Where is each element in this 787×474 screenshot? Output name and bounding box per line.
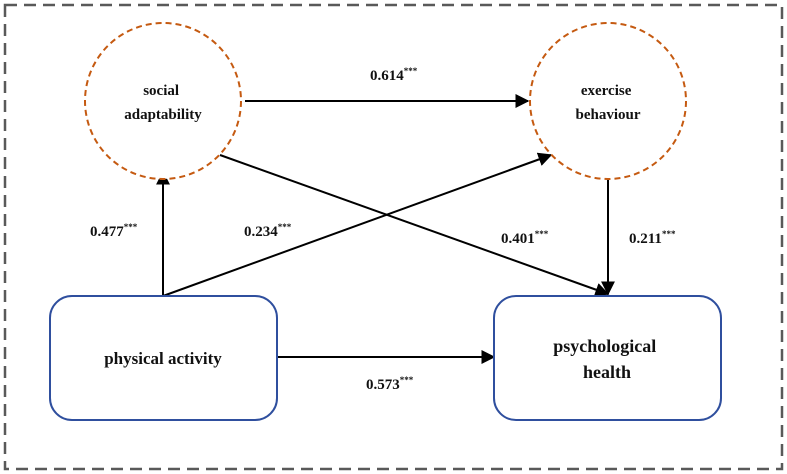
node-physical-activity: physical activity <box>49 295 278 421</box>
coef-pa-to-eb: 0.234*** <box>244 222 292 240</box>
dashed-frame <box>3 3 784 471</box>
social-adaptability-label: social adaptability <box>124 83 202 123</box>
coef-pa-to-ph: 0.573*** <box>366 375 414 393</box>
physical-activity-label: physical activity <box>104 349 222 368</box>
node-psychological-health: psychological health <box>493 295 722 421</box>
exercise-behaviour-circle <box>529 22 687 180</box>
arrow-physical-activity-to-exercise-behaviour <box>162 152 553 297</box>
physical-activity-box <box>49 295 278 421</box>
social-adaptability-circle <box>84 22 242 180</box>
psychological-health-box <box>493 295 722 421</box>
exercise-behaviour-label: exercise behaviour <box>575 83 640 123</box>
coef-sa-to-ph: 0.401*** <box>501 229 549 247</box>
node-social-adaptability: social adaptability <box>84 22 242 180</box>
coef-sa-to-eb: 0.614*** <box>370 66 418 84</box>
node-exercise-behaviour: exercise behaviour <box>529 22 687 180</box>
psychological-health-label: psychological health <box>553 336 661 382</box>
coef-eb-to-ph: 0.211*** <box>629 229 676 247</box>
coef-pa-to-sa: 0.477*** <box>90 222 138 240</box>
arrow-social-adaptability-to-psychological-health <box>219 154 610 297</box>
